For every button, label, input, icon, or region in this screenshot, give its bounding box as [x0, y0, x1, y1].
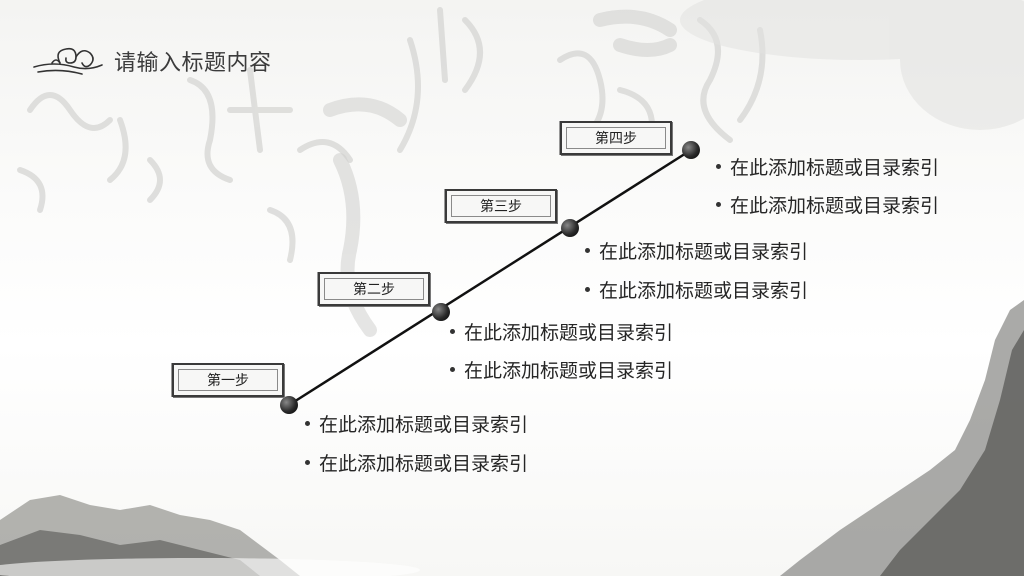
cloud-scroll-icon — [33, 47, 103, 75]
step-label-4: 第四步 — [560, 121, 672, 155]
bullet-dot — [585, 287, 590, 292]
step-label-1: 第一步 — [172, 363, 284, 397]
step-node-2 — [432, 303, 450, 321]
step-2-item-1: 在此添加标题或目录索引 — [450, 318, 673, 345]
step-node-1 — [280, 396, 298, 414]
step-3-item-2: 在此添加标题或目录索引 — [585, 276, 808, 303]
item-text: 在此添加标题或目录索引 — [319, 414, 529, 436]
item-text: 在此添加标题或目录索引 — [464, 322, 674, 344]
step-label-3: 第三步 — [445, 189, 557, 223]
step-label-text: 第一步 — [207, 373, 249, 389]
step-label-text: 第二步 — [353, 282, 395, 298]
bullet-dot — [305, 460, 310, 465]
page-title: 请输入标题内容 — [114, 51, 272, 76]
bullet-dot — [716, 202, 721, 207]
step-2-item-2: 在此添加标题或目录索引 — [450, 356, 673, 383]
step-node-3 — [561, 219, 579, 237]
step-label-text: 第四步 — [595, 131, 637, 147]
item-text: 在此添加标题或目录索引 — [464, 360, 674, 382]
step-label-text: 第三步 — [480, 199, 522, 215]
step-4-item-1: 在此添加标题或目录索引 — [716, 153, 939, 180]
bullet-dot — [450, 367, 455, 372]
step-1-item-2: 在此添加标题或目录索引 — [305, 449, 528, 476]
bullet-dot — [716, 164, 721, 169]
bullet-dot — [585, 248, 590, 253]
step-1-item-1: 在此添加标题或目录索引 — [305, 410, 528, 437]
item-text: 在此添加标题或目录索引 — [730, 195, 940, 217]
bullet-dot — [305, 421, 310, 426]
item-text: 在此添加标题或目录索引 — [599, 241, 809, 263]
bullet-dot — [450, 329, 455, 334]
item-text: 在此添加标题或目录索引 — [319, 453, 529, 475]
item-text: 在此添加标题或目录索引 — [730, 157, 940, 179]
header: 请输入标题内容 — [32, 38, 272, 84]
item-text: 在此添加标题或目录索引 — [599, 280, 809, 302]
step-3-item-1: 在此添加标题或目录索引 — [585, 237, 808, 264]
step-node-4 — [682, 141, 700, 159]
step-label-2: 第二步 — [318, 272, 430, 306]
step-4-item-2: 在此添加标题或目录索引 — [716, 191, 939, 218]
